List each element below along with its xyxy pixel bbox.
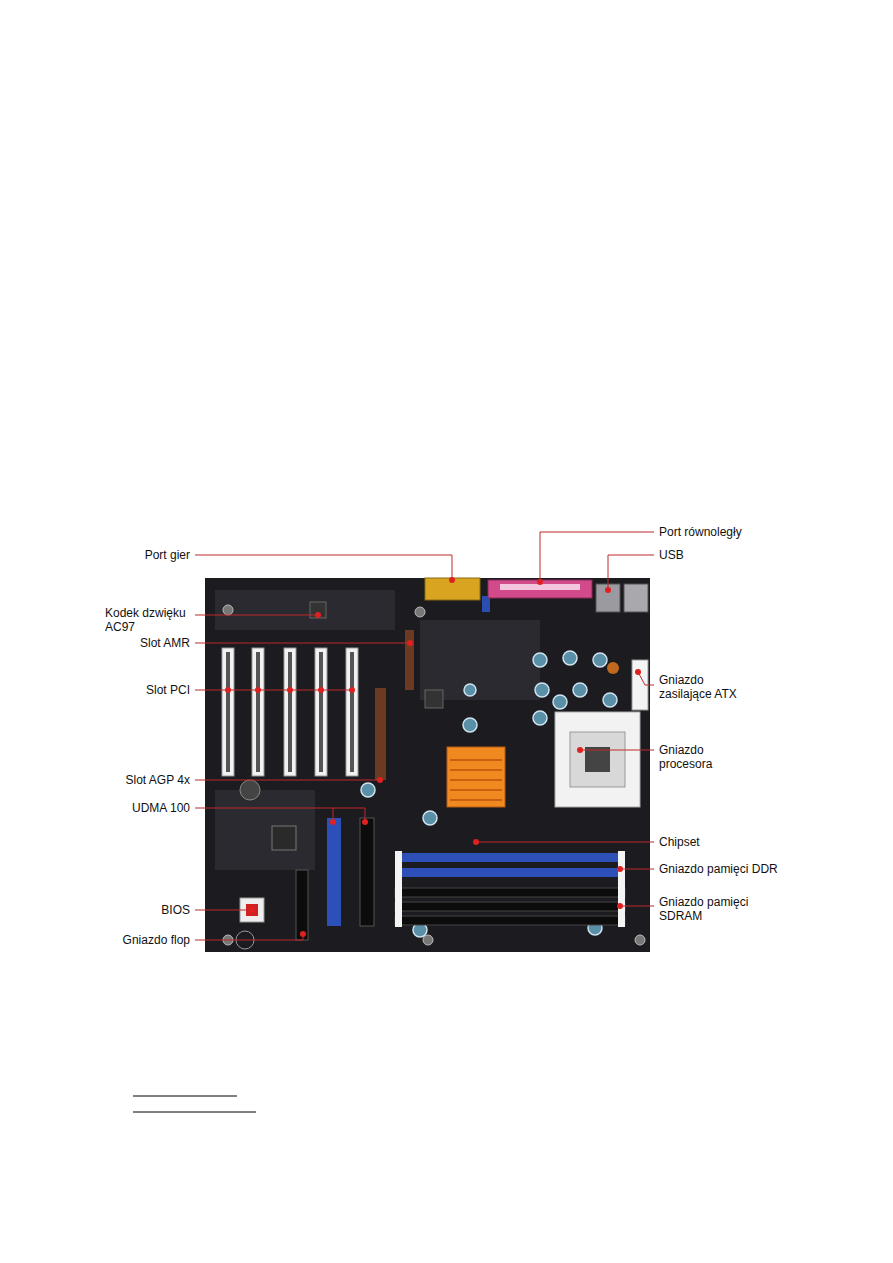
part-label: Slot AGP 4x — [126, 773, 190, 787]
part-label: Chipset — [659, 835, 700, 849]
agp-slot — [375, 688, 386, 780]
part-label: Port gier — [145, 548, 190, 562]
part-label: Gniazdo zasilające ATX — [659, 673, 754, 701]
ide-connector — [327, 818, 341, 926]
part-label: Gniazdo procesora — [659, 743, 734, 771]
part-label: BIOS — [161, 903, 190, 917]
part-label: Gniazdo pamięci SDRAM — [659, 895, 764, 923]
leader-lines — [195, 532, 654, 940]
part-label: Gniazdo flop — [123, 933, 190, 947]
pci-slots — [222, 648, 358, 776]
game-port — [425, 578, 480, 600]
parallel-port — [488, 580, 592, 598]
footnote-rule — [133, 1112, 256, 1113]
leader-dots — [225, 577, 641, 937]
chipset-heatsink — [447, 747, 505, 807]
usb-port — [596, 584, 620, 612]
sdram-slots — [395, 888, 625, 925]
board — [205, 578, 650, 952]
part-label: Slot AMR — [140, 636, 190, 650]
part-label: Kodek dzwięku AC97 — [105, 606, 195, 634]
part-label: USB — [659, 548, 684, 562]
cpu-socket — [555, 712, 640, 807]
part-label: Gniazdo pamięci DDR — [659, 862, 778, 876]
part-label: Slot PCI — [146, 683, 190, 697]
part-label: Port równoległy — [659, 525, 742, 539]
amr-slot — [405, 630, 414, 690]
ddr-slots — [395, 853, 625, 877]
part-label: UDMA 100 — [132, 801, 190, 815]
footnote-rule — [133, 1096, 237, 1097]
